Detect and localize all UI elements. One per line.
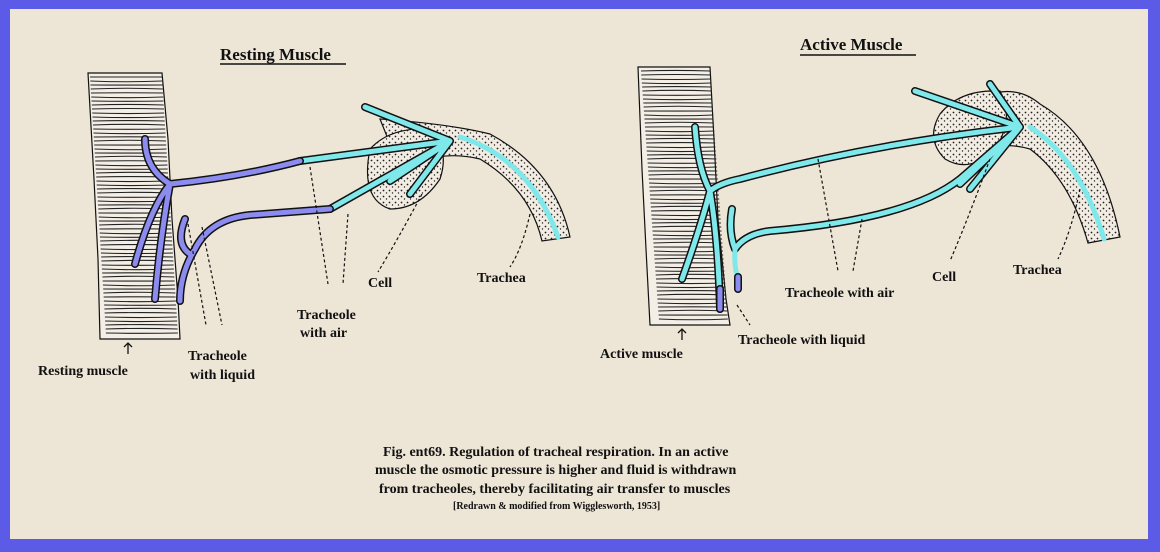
resting-tracheole-liquid-label-1: Tracheole bbox=[188, 349, 247, 364]
muscle-striation bbox=[92, 112, 165, 115]
caption-line-3: from tracheoles, thereby facilitating ai… bbox=[379, 482, 731, 497]
muscle-striation bbox=[103, 291, 176, 294]
muscle-striation bbox=[92, 123, 165, 126]
resting-tracheole-liquid-label-2: with liquid bbox=[190, 368, 255, 383]
muscle-striation bbox=[647, 166, 717, 169]
active-muscle-label: Active muscle bbox=[600, 347, 683, 362]
active-trachea-label: Trachea bbox=[1013, 263, 1062, 278]
resting-trachea-label: Trachea bbox=[477, 271, 526, 286]
muscle-striation bbox=[92, 116, 165, 119]
muscle-striation bbox=[105, 320, 178, 323]
resting-tracheole-air-label-1: Tracheole bbox=[297, 308, 356, 323]
muscle-striation bbox=[656, 282, 726, 285]
muscle-striation bbox=[90, 80, 163, 83]
muscle-striation bbox=[649, 182, 719, 185]
active-diagram: Active Muscle bbox=[600, 35, 1121, 362]
muscle-striation bbox=[100, 239, 173, 242]
muscle-striation bbox=[641, 73, 711, 76]
resting-diagram: Resting Muscle bbox=[38, 45, 571, 383]
muscle-striation bbox=[91, 107, 164, 110]
figure-caption: Fig. ent69. Regulation of tracheal respi… bbox=[375, 445, 737, 512]
resting-title: Resting Muscle bbox=[220, 45, 331, 64]
muscle-striation bbox=[93, 132, 166, 135]
muscle-striation bbox=[644, 121, 714, 124]
active-tracheoles bbox=[678, 80, 1024, 313]
active-title: Active Muscle bbox=[800, 35, 903, 54]
muscle-striation bbox=[648, 173, 718, 176]
muscle-striation bbox=[640, 69, 711, 72]
muscle-striation bbox=[93, 139, 166, 142]
active-tracheole-air-label: Tracheole with air bbox=[785, 286, 894, 301]
muscle-striation bbox=[645, 130, 715, 133]
resting-tracheole-air-label-2: with air bbox=[300, 326, 347, 341]
muscle-striation bbox=[94, 155, 167, 158]
muscle-striation bbox=[96, 180, 169, 183]
caption-line-2: muscle the osmotic pressure is higher an… bbox=[375, 463, 737, 478]
muscle-striation bbox=[103, 300, 176, 303]
resting-leaders bbox=[123, 166, 531, 354]
resting-tracheoles bbox=[131, 103, 454, 305]
resting-muscle-label: Resting muscle bbox=[38, 364, 128, 379]
caption-line-1: Fig. ent69. Regulation of tracheal respi… bbox=[383, 445, 728, 460]
resting-cell-label: Cell bbox=[368, 276, 392, 291]
muscle-striation bbox=[95, 164, 168, 167]
muscle-striation bbox=[647, 157, 717, 160]
active-leaders bbox=[677, 158, 1081, 340]
muscle-striation bbox=[642, 89, 712, 92]
muscle-striation bbox=[658, 318, 728, 321]
muscle-striation bbox=[641, 82, 711, 85]
muscle-striation bbox=[90, 87, 163, 90]
muscle-striation bbox=[102, 275, 175, 278]
muscle-striation bbox=[641, 78, 711, 81]
muscle-striation bbox=[91, 96, 164, 99]
active-cell-label: Cell bbox=[932, 270, 956, 285]
muscle-striation bbox=[646, 150, 716, 153]
muscle-striation bbox=[96, 184, 169, 187]
figure-svg: Resting Muscle bbox=[38, 35, 1121, 512]
muscle-striation bbox=[645, 137, 715, 140]
figure-panel: Resting Muscle bbox=[10, 9, 1148, 539]
muscle-striation bbox=[94, 148, 167, 151]
muscle-striation bbox=[104, 316, 177, 319]
muscle-striation bbox=[105, 327, 178, 330]
muscle-striation bbox=[101, 268, 174, 271]
muscle-striation bbox=[102, 284, 175, 287]
caption-credit: [Redrawn & modified from Wigglesworth, 1… bbox=[453, 501, 660, 512]
muscle-striation bbox=[104, 307, 177, 310]
muscle-striation bbox=[642, 98, 713, 101]
muscle-striation bbox=[644, 114, 714, 117]
active-tracheole-liquid-label: Tracheole with liquid bbox=[738, 333, 866, 348]
muscle-striation bbox=[646, 146, 716, 149]
muscle-striation bbox=[643, 105, 713, 108]
resting-muscle-striations bbox=[90, 76, 178, 334]
muscle-striation bbox=[91, 103, 164, 106]
